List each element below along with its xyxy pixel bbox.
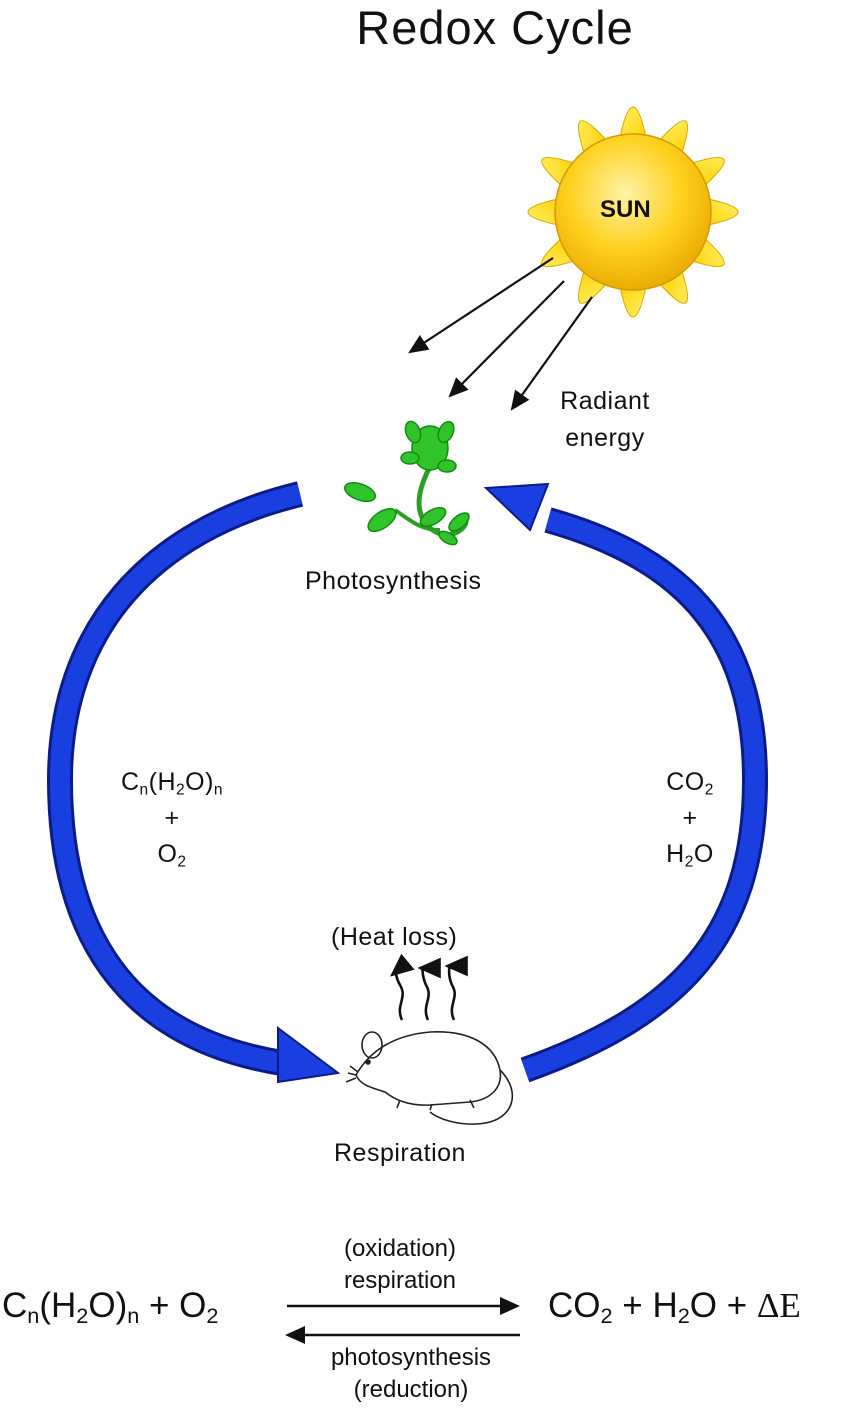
radiant-energy-arrows <box>408 257 593 411</box>
respiration-label: Respiration <box>334 1139 466 1167</box>
photosynthesis-label: Photosynthesis <box>305 567 482 595</box>
radiant-energy-line2: energy <box>565 424 645 452</box>
diagram-title: Redox Cycle <box>356 1 634 54</box>
co2-water-label: CO2 + H2O <box>666 768 714 871</box>
plant-icon <box>343 420 470 546</box>
reduction-label: photosynthesis (reduction) <box>330 1344 492 1403</box>
heat-loss-arrows <box>390 953 468 1021</box>
radiant-energy-line1: Radiant <box>560 387 650 415</box>
equation-left: Cn(H2O)n + O2 <box>2 1286 219 1329</box>
equation-right: CO2 + H2O + ΔE <box>548 1286 801 1329</box>
sun-icon <box>527 106 739 318</box>
sun-label: SUN <box>600 196 651 223</box>
radiant-energy-label: Radiant energy <box>540 383 670 457</box>
oxidation-label: (oxidation) respiration <box>343 1235 457 1294</box>
heat-loss-label: (Heat loss) <box>331 923 458 951</box>
carbohydrate-oxygen-label: Cn(H2O)n + O2 <box>120 768 224 871</box>
cycle-arrow-left <box>46 481 341 1084</box>
mouse-icon <box>345 1031 514 1125</box>
cycle-arrow-right <box>483 482 769 1083</box>
equation-arrows <box>285 1297 520 1344</box>
